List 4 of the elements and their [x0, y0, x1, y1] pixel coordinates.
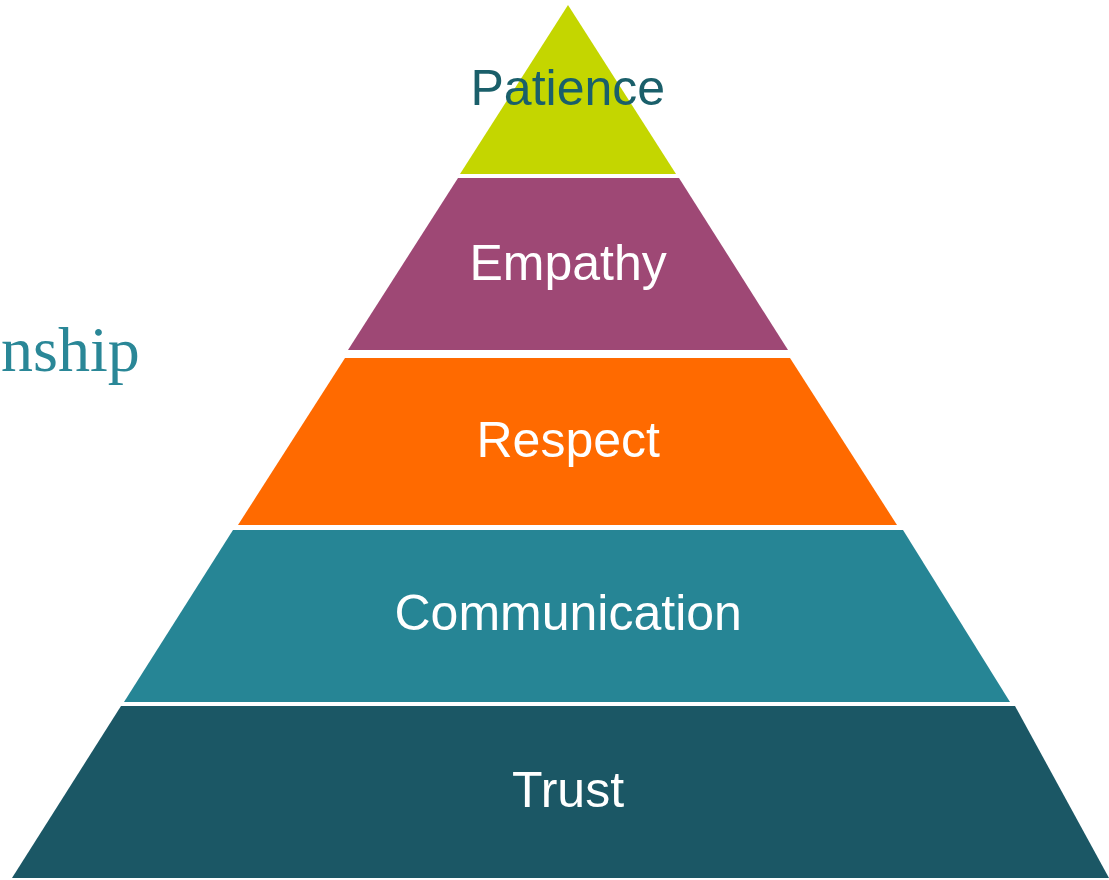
tier-label: Communication	[394, 588, 742, 638]
tier-label: Respect	[476, 415, 660, 465]
tier-label: Trust	[512, 765, 625, 815]
tier-label: Empathy	[469, 238, 667, 288]
